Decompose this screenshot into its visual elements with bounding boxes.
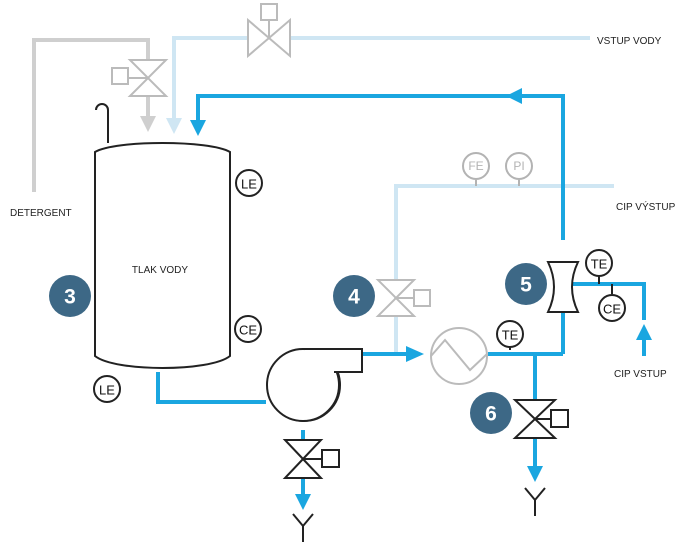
drain-valve bbox=[512, 399, 569, 439]
ce-right: CE bbox=[598, 284, 626, 322]
tank-ce: CE bbox=[234, 315, 262, 343]
detergent-valve bbox=[111, 59, 169, 97]
tank: TLAK VODY bbox=[94, 103, 231, 369]
step-5-label: 5 bbox=[520, 274, 532, 297]
drain-arrow bbox=[527, 466, 543, 482]
water-inlet-arrow bbox=[166, 118, 182, 134]
return-arrow bbox=[190, 120, 206, 136]
bypass-valve bbox=[375, 279, 431, 317]
cip-outlet-label: CIP VÝSTUP bbox=[616, 200, 676, 213]
tank-le-lower: LE bbox=[93, 375, 121, 403]
step-badge-6: 6 bbox=[470, 392, 512, 434]
pump-drain-arrow bbox=[295, 494, 311, 510]
tank-label: TLAK VODY bbox=[132, 265, 188, 276]
te-heater-label: TE bbox=[502, 328, 519, 343]
pump-discharge-line bbox=[362, 312, 565, 362]
return-line bbox=[190, 88, 565, 240]
te-right-label: TE bbox=[591, 257, 608, 272]
le-upper-label: LE bbox=[241, 177, 257, 192]
te-right: TE bbox=[585, 249, 613, 284]
cip-inlet-line bbox=[568, 282, 652, 356]
drain-line bbox=[524, 354, 546, 516]
tank-vent bbox=[95, 103, 109, 143]
step-6-label: 6 bbox=[485, 403, 497, 426]
flow-meter bbox=[546, 261, 580, 313]
detergent-arrow bbox=[140, 116, 156, 132]
tank-outlet-line bbox=[156, 372, 266, 404]
le-lower-label: LE bbox=[99, 383, 115, 398]
pump-drain-valve bbox=[282, 439, 340, 479]
step-4-label: 4 bbox=[348, 286, 360, 309]
step-badge-4: 4 bbox=[333, 275, 375, 317]
te-heater: TE bbox=[496, 320, 524, 350]
fe-label: FE bbox=[468, 159, 483, 173]
pi-label: PI bbox=[513, 159, 524, 173]
water-inlet-label: VSTUP VODY bbox=[597, 36, 662, 47]
ce-tank-label: CE bbox=[239, 323, 257, 338]
step-badge-3: 3 bbox=[49, 275, 91, 317]
ce-right-label: CE bbox=[603, 302, 621, 317]
centrifugal-pump bbox=[266, 348, 363, 422]
pump-drain-line bbox=[292, 430, 314, 542]
heat-exchanger bbox=[430, 327, 488, 385]
tank-le-upper: LE bbox=[235, 169, 263, 197]
step-3-label: 3 bbox=[64, 286, 76, 309]
pi-instrument: PI bbox=[505, 152, 533, 186]
detergent-line bbox=[32, 38, 156, 192]
detergent-label: DETERGENT bbox=[10, 208, 72, 219]
fe-instrument: FE bbox=[462, 152, 490, 186]
step-badge-5: 5 bbox=[505, 263, 547, 305]
water-inlet-line bbox=[166, 36, 590, 134]
cip-inlet-label: CIP VSTUP bbox=[614, 369, 667, 380]
discharge-arrow bbox=[406, 346, 424, 362]
return-direction-arrow bbox=[506, 88, 522, 104]
cip-inlet-arrow bbox=[636, 324, 652, 340]
water-inlet-valve bbox=[247, 3, 291, 59]
